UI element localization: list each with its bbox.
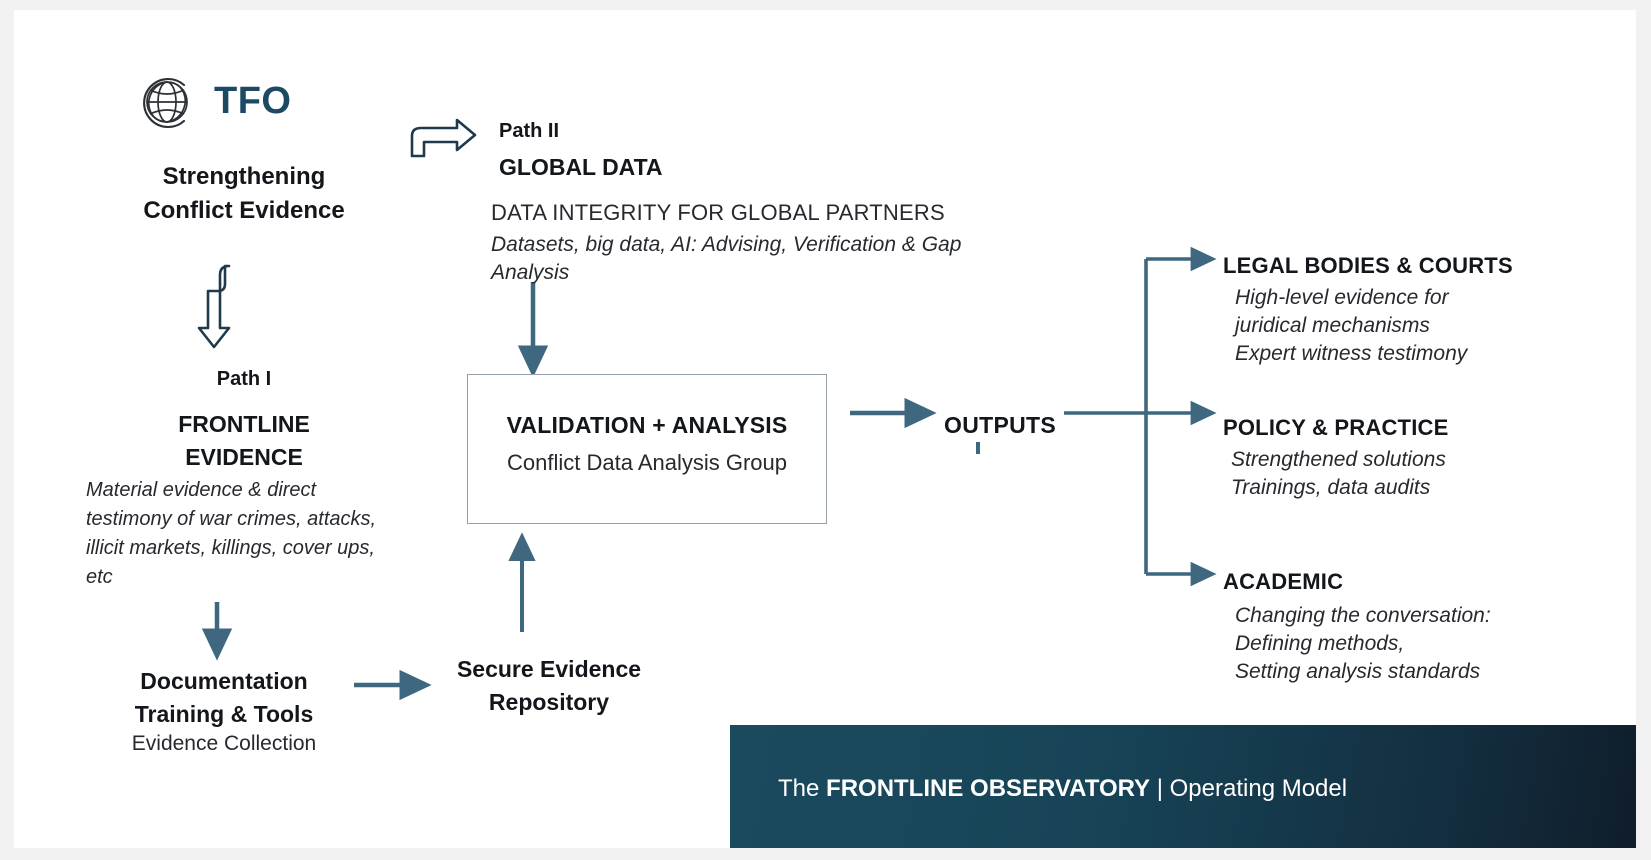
output-body-line-2: Trainings, data audits [1231, 476, 1431, 499]
path-one-bent-arrow-icon [197, 264, 231, 349]
output-item-academic: ACADEMIC Changing the conversation: Defi… [1223, 569, 1623, 686]
output-heading: ACADEMIC [1223, 569, 1344, 594]
path-two-label: Path II [499, 120, 560, 142]
output-body: High-level evidence for juridical mechan… [1235, 284, 1623, 368]
output-body-line-1: Changing the conversation: [1235, 604, 1491, 627]
outputs-tick-mark [976, 442, 980, 454]
validation-analysis-box [467, 374, 827, 524]
footer-prefix: The [778, 775, 827, 802]
validation-subtitle: Conflict Data Analysis Group [506, 450, 788, 475]
output-body: Changing the conversation: Defining meth… [1235, 602, 1623, 686]
tagline-line-2: Conflict Evidence [143, 197, 345, 224]
output-body-line-2: Defining methods, [1235, 632, 1405, 655]
path-one-label: Path I [216, 368, 272, 390]
output-body-line-1: Strengthened solutions [1231, 448, 1446, 471]
brand-lockup: TFO [126, 72, 446, 134]
brand-acronym: TFO [214, 80, 292, 122]
output-body-line-3: Setting analysis standards [1235, 660, 1481, 683]
outputs-branch-connector [1064, 246, 1217, 587]
output-heading: POLICY & PRACTICE [1223, 415, 1449, 440]
repository-line-1: Secure Evidence [456, 656, 642, 682]
secure-evidence-repository-node: Secure Evidence Repository [434, 653, 664, 719]
path-one-description: Material evidence & direct testimony of … [86, 479, 377, 588]
validation-title: VALIDATION + ANALYSIS [506, 412, 788, 438]
output-body: Strengthened solutions Trainings, data a… [1231, 446, 1623, 502]
diagram-canvas: TFO Strengthening Conflict Evidence Path… [14, 10, 1636, 848]
path-one-title: FRONTLINE EVIDENCE [110, 408, 378, 474]
footer-brand: FRONTLINE OBSERVATORY [826, 775, 1151, 802]
documentation-line-1: Documentation [140, 668, 308, 694]
path-one-title-line-2: EVIDENCE [185, 444, 303, 470]
documentation-subtitle: Evidence Collection [131, 732, 317, 755]
documentation-node-title: Documentation Training & Tools [94, 665, 354, 731]
output-body-line-2: juridical mechanisms [1235, 314, 1430, 337]
output-item-policy-practice: POLICY & PRACTICE Strengthened solutions… [1223, 415, 1623, 502]
path-two-title: GLOBAL DATA [499, 154, 663, 180]
path-one-title-line-1: FRONTLINE [178, 411, 310, 437]
brand-tagline: Strengthening Conflict Evidence [110, 160, 378, 228]
path-two-subtitle: DATA INTEGRITY FOR GLOBAL PARTNERS [491, 200, 945, 225]
output-heading: LEGAL BODIES & COURTS [1223, 253, 1513, 278]
tagline-line-1: Strengthening [162, 163, 326, 190]
footer-suffix: Operating Model [1169, 775, 1348, 802]
path-two-description: Datasets, big data, AI: Advising, Verifi… [491, 233, 962, 284]
output-body-line-1: High-level evidence for [1235, 286, 1449, 309]
documentation-line-2: Training & Tools [134, 701, 314, 727]
repository-line-2: Repository [488, 689, 610, 715]
footer-title: The FRONTLINE OBSERVATORY | Operating Mo… [778, 775, 1347, 803]
footer-separator: | [1150, 775, 1170, 802]
globe-icon [143, 77, 188, 129]
output-body-line-3: Expert witness testimony [1235, 342, 1468, 365]
outputs-label: OUTPUTS [944, 412, 1056, 438]
output-item-legal-bodies: LEGAL BODIES & COURTS High-level evidenc… [1223, 253, 1623, 368]
footer-banner: The FRONTLINE OBSERVATORY | Operating Mo… [730, 725, 1636, 848]
